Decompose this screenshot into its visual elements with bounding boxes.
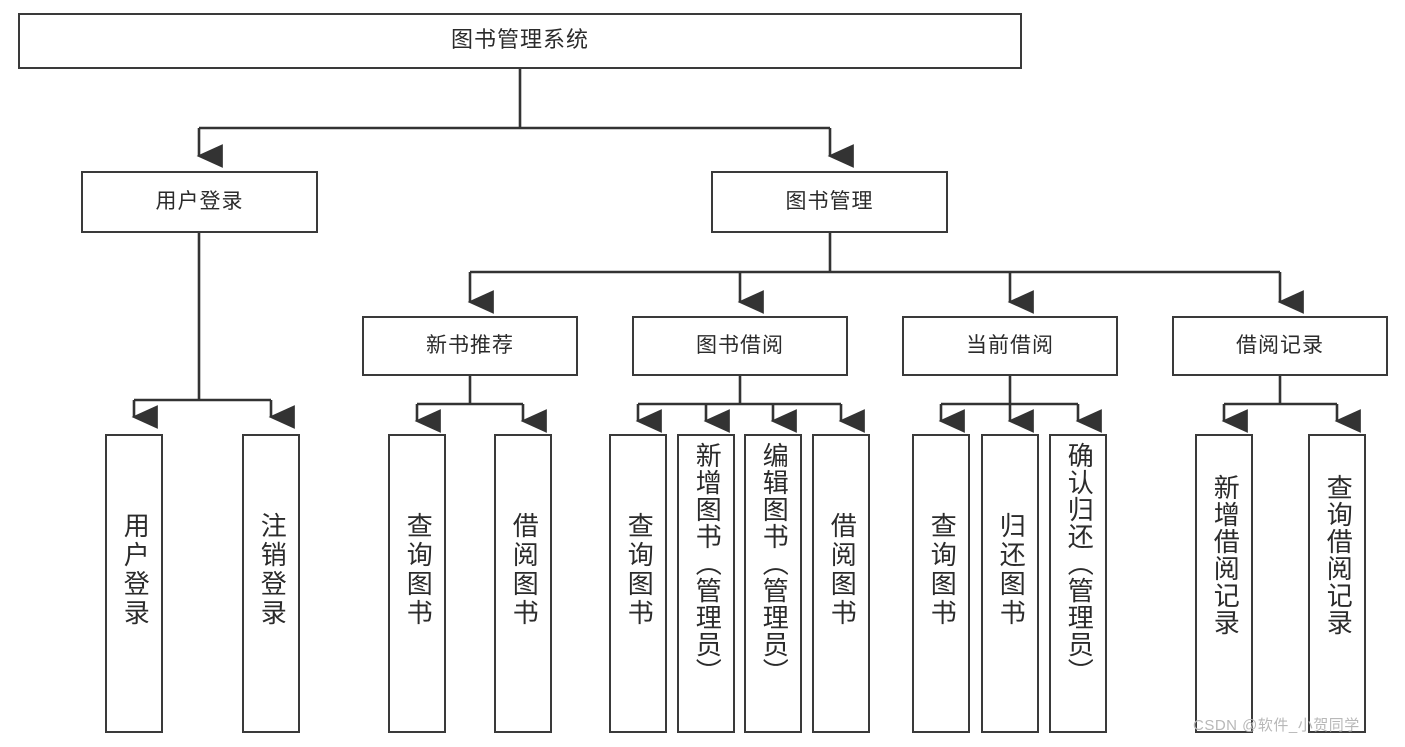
node-leaf-borrow-query-label: 查询图书	[623, 512, 654, 628]
node-leaf-record-query[interactable]: 查询借阅记录	[1308, 434, 1366, 733]
node-leaf-current-return[interactable]: 归还图书	[981, 434, 1039, 733]
node-leaf-newbook-borrow-label: 借阅图书	[508, 512, 539, 628]
node-new-book-recommend-label: 新书推荐	[426, 333, 514, 358]
node-leaf-user-login-label: 用户登录	[119, 512, 150, 628]
node-leaf-borrow-edit[interactable]: 编辑图书（管理员）	[744, 434, 802, 733]
node-book-borrow-label: 图书借阅	[696, 333, 784, 358]
node-book-management[interactable]: 图书管理	[711, 171, 948, 233]
node-book-borrow[interactable]: 图书借阅	[632, 316, 848, 376]
node-leaf-current-confirm[interactable]: 确认归还（管理员）	[1049, 434, 1107, 733]
node-leaf-newbook-query-label: 查询图书	[402, 512, 433, 628]
node-leaf-current-query[interactable]: 查询图书	[912, 434, 970, 733]
node-current-borrow[interactable]: 当前借阅	[902, 316, 1118, 376]
node-leaf-record-add[interactable]: 新增借阅记录	[1195, 434, 1253, 733]
node-leaf-record-add-label: 新增借阅记录	[1209, 474, 1240, 636]
node-leaf-user-logout[interactable]: 注销登录	[242, 434, 300, 733]
node-leaf-record-query-label: 查询借阅记录	[1322, 474, 1353, 636]
node-current-borrow-label: 当前借阅	[966, 333, 1054, 358]
node-leaf-user-login[interactable]: 用户登录	[105, 434, 163, 733]
node-leaf-borrow-lend-label: 借阅图书	[826, 512, 857, 628]
csdn-watermark: CSDN @软件_小贺同学	[1193, 717, 1360, 734]
node-new-book-recommend[interactable]: 新书推荐	[362, 316, 578, 376]
node-leaf-borrow-lend[interactable]: 借阅图书	[812, 434, 870, 733]
node-book-management-label: 图书管理	[785, 189, 874, 214]
node-leaf-borrow-query[interactable]: 查询图书	[609, 434, 667, 733]
node-leaf-borrow-add[interactable]: 新增图书（管理员）	[677, 434, 735, 733]
node-leaf-borrow-add-label: 新增图书（管理员）	[691, 442, 722, 685]
node-user-login-label: 用户登录	[155, 189, 244, 214]
node-root-label: 图书管理系统	[450, 27, 589, 53]
node-root[interactable]: 图书管理系统	[18, 13, 1022, 69]
node-leaf-current-confirm-label: 确认归还（管理员）	[1063, 442, 1094, 685]
node-borrow-record-label: 借阅记录	[1236, 333, 1324, 358]
node-leaf-borrow-edit-label: 编辑图书（管理员）	[758, 442, 789, 685]
node-user-login[interactable]: 用户登录	[81, 171, 318, 233]
node-borrow-record[interactable]: 借阅记录	[1172, 316, 1388, 376]
node-leaf-current-query-label: 查询图书	[926, 512, 957, 628]
node-leaf-user-logout-label: 注销登录	[256, 512, 287, 628]
node-leaf-newbook-borrow[interactable]: 借阅图书	[494, 434, 552, 733]
node-leaf-newbook-query[interactable]: 查询图书	[388, 434, 446, 733]
node-leaf-current-return-label: 归还图书	[995, 512, 1026, 628]
